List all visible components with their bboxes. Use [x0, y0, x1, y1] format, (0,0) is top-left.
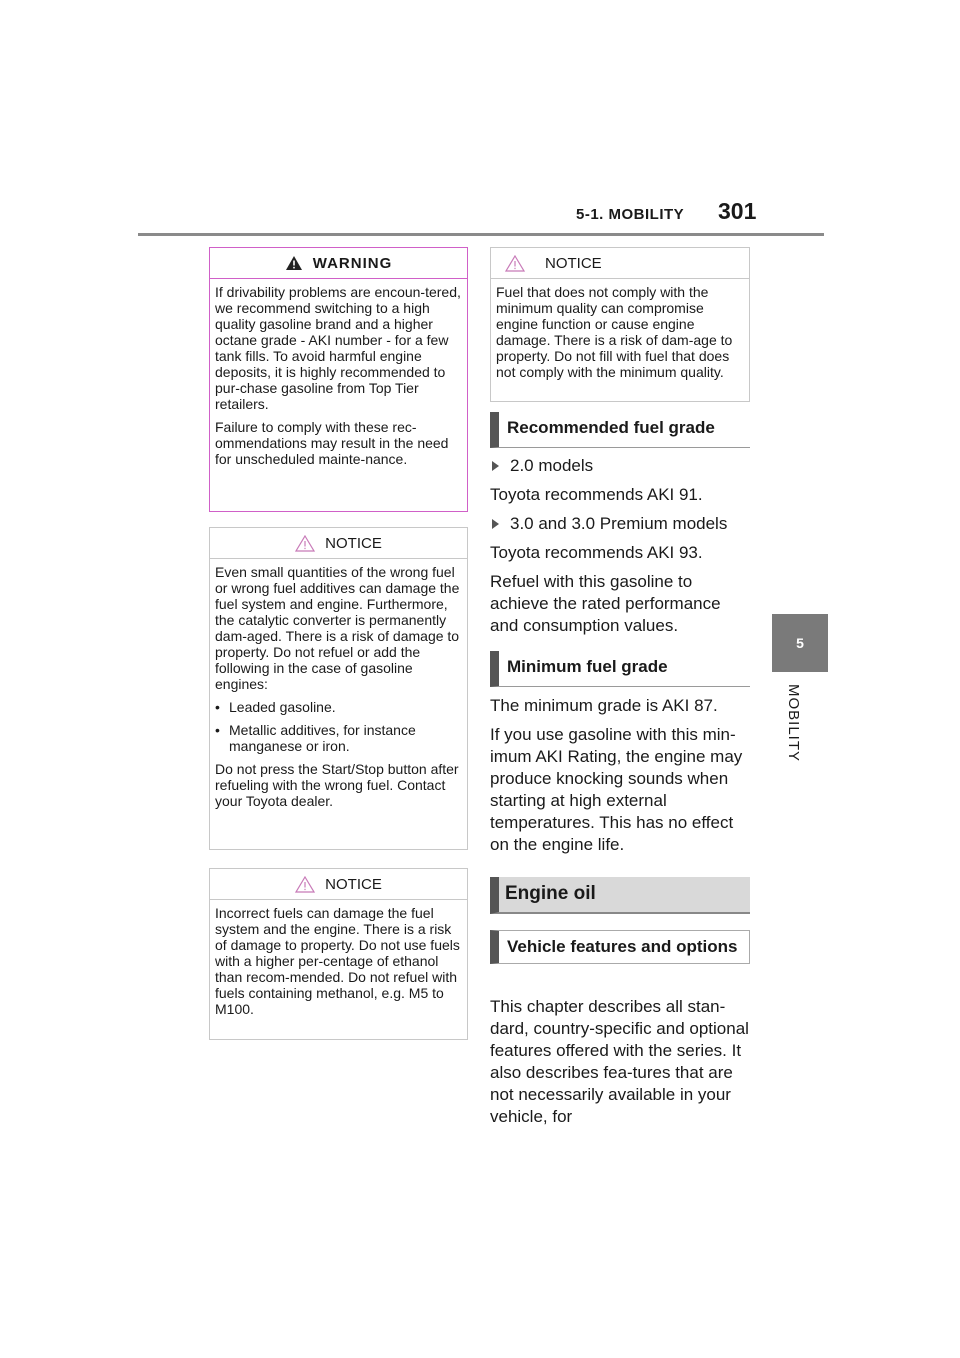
warning-paragraph: If drivability problems are encoun-tered…: [215, 284, 461, 412]
notice-header: NOTICE: [210, 869, 467, 900]
notice-title: NOTICE: [325, 875, 382, 893]
engine-oil-heading: Engine oil: [490, 877, 750, 914]
notice-header: NOTICE: [491, 248, 749, 279]
list-item: 2.0 models: [490, 455, 752, 477]
warning-box: WARNING If drivability problems are enco…: [209, 247, 468, 512]
caution-icon: [295, 875, 316, 893]
header-divider: [138, 233, 824, 236]
vehicle-features-heading: Vehicle features and options: [490, 930, 750, 964]
caution-icon: [505, 254, 525, 272]
minimum-grade-text: The minimum grade is AKI 87.: [490, 696, 718, 715]
page-number: 301: [718, 198, 757, 224]
engine-oil-text: This chapter describes all stan-dard, co…: [490, 997, 749, 1126]
list-item-text: Metallic additives, for instance mangane…: [229, 722, 416, 754]
refuel-note: Refuel with this gasoline to achieve the…: [490, 572, 721, 635]
notice-box-wrong-fuel: NOTICE Even small quantities of the wron…: [209, 527, 468, 850]
warning-icon: [285, 256, 302, 270]
list-item: 3.0 and 3.0 Premium models: [490, 513, 752, 535]
list-item-text: Leaded gasoline.: [229, 699, 336, 715]
minimum-fuel-heading: Minimum fuel grade: [490, 651, 750, 687]
recommendation-text: Toyota recommends AKI 91.: [490, 485, 703, 504]
minimum-grade-note: If you use gasoline with this min-imum A…: [490, 725, 743, 854]
warning-header: WARNING: [210, 248, 467, 279]
recommendation-text: Toyota recommends AKI 93.: [490, 543, 703, 562]
chapter-tab: 5: [772, 614, 828, 672]
section-title: 5-1. MOBILITY: [576, 206, 685, 223]
chapter-number: 5: [796, 635, 804, 651]
notice-outro: Do not press the Start/Stop button after…: [215, 761, 459, 809]
notice-text: Incorrect fuels can damage the fuel syst…: [215, 905, 460, 1017]
notice-intro: Even small quantities of the wrong fuel …: [215, 564, 460, 692]
notice-header: NOTICE: [210, 528, 467, 559]
chapter-label: MOBILITY: [785, 684, 802, 763]
warning-title: WARNING: [312, 254, 393, 272]
warning-paragraph: Failure to comply with these rec-ommenda…: [215, 419, 449, 467]
notice-title: NOTICE: [325, 534, 382, 552]
notice-box-minimum-quality: NOTICE Fuel that does not comply with th…: [490, 247, 750, 402]
model-label: 3.0 and 3.0 Premium models: [510, 514, 728, 533]
minimum-fuel-section: The minimum grade is AKI 87. If you use …: [490, 695, 752, 856]
list-item: •Metallic additives, for instance mangan…: [215, 722, 461, 754]
model-label: 2.0 models: [510, 456, 594, 475]
notice-title: NOTICE: [545, 254, 602, 272]
list-item: •Leaded gasoline.: [215, 699, 336, 715]
recommended-fuel-section: 2.0 models Toyota recommends AKI 91. 3.0…: [490, 455, 752, 637]
notice-text: Fuel that does not comply with the minim…: [496, 284, 733, 380]
recommended-fuel-heading: Recommended fuel grade: [490, 412, 750, 448]
caution-icon: [295, 534, 316, 552]
notice-box-incorrect-fuels: NOTICE Incorrect fuels can damage the fu…: [209, 868, 468, 1040]
